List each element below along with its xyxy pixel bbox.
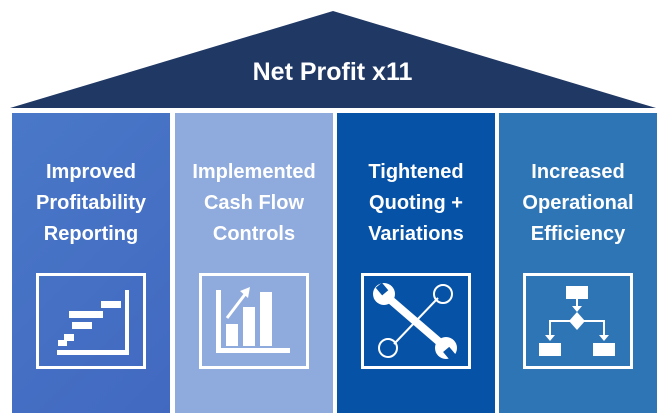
pillar-label: Tightened Quoting + Variations <box>368 161 464 245</box>
wrenches-icon <box>361 273 471 369</box>
pillar-operational-efficiency: Increased Operational Efficiency <box>499 113 657 413</box>
pillar-label: Improved Profitability Reporting <box>35 161 146 245</box>
roof-title: Net Profit x11 <box>252 58 413 86</box>
flowchart-icon <box>523 273 633 369</box>
growth-bar-chart-icon <box>199 273 309 369</box>
pillar-profitability-reporting: Improved Profitability Reporting <box>12 113 170 413</box>
pillar-quoting-variations: Tightened Quoting + Variations <box>337 113 495 413</box>
staircase-chart-icon <box>36 273 146 369</box>
roof <box>10 11 656 108</box>
pillar-cash-flow-controls: Implemented Cash Flow Controls <box>175 113 333 413</box>
pillar-label: Implemented Cash Flow Controls <box>192 161 316 245</box>
pillar-label: Increased Operational Efficiency <box>522 161 634 245</box>
